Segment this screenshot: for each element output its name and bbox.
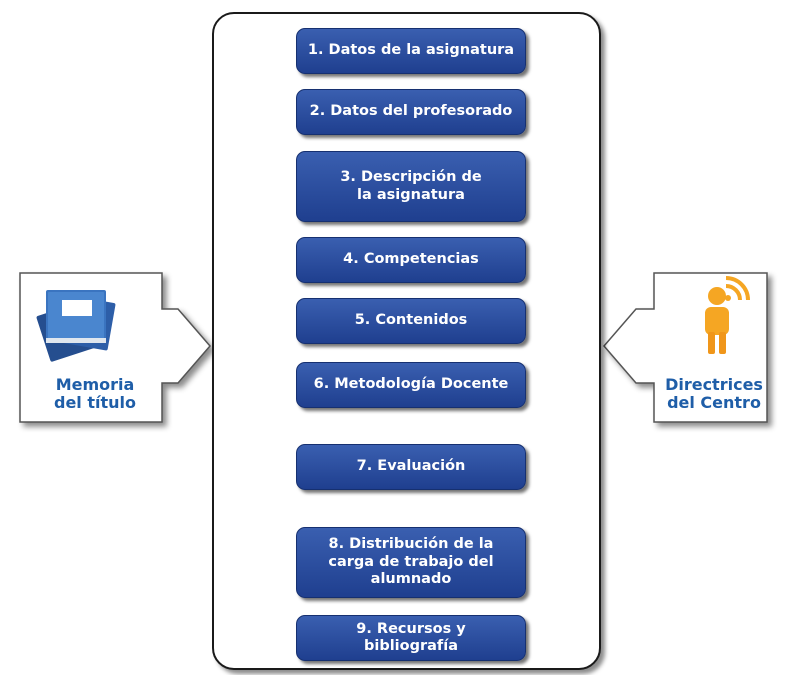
step-5-contenidos: 5. Contenidos	[296, 298, 526, 344]
step-5-label: 5. Contenidos	[354, 312, 468, 329]
step-9-label: 9. Recursos y bibliografía	[356, 620, 466, 654]
step-9-recursos: 9. Recursos y bibliografía	[296, 615, 526, 661]
step-1-label: 1. Datos de la asignatura	[307, 42, 515, 59]
right-source-label: Directrices del Centro	[665, 375, 763, 413]
person-broadcast-icon	[705, 276, 750, 354]
step-4-label: 4. Competencias	[343, 251, 479, 268]
step-8-distribucion: 8. Distribución de la carga de trabajo d…	[296, 527, 526, 598]
step-7-label: 7. Evaluación	[356, 458, 466, 475]
step-3-descripcion: 3. Descripción de la asignatura	[296, 151, 526, 222]
step-2-datos-profesorado: 2. Datos del profesorado	[296, 89, 526, 135]
right-source: Directrices del Centro	[664, 375, 764, 413]
step-4-competencias: 4. Competencias	[296, 237, 526, 283]
step-7-evaluacion: 7. Evaluación	[296, 444, 526, 490]
step-6-label: 6. Metodología Docente	[313, 376, 509, 393]
book-stack-icon	[36, 290, 116, 362]
left-source-label: Memoria del título	[53, 375, 136, 413]
step-3-label: 3. Descripción de la asignatura	[340, 169, 482, 203]
step-2-label: 2. Datos del profesorado	[309, 103, 513, 120]
left-source: Memoria del título	[30, 375, 160, 413]
step-8-label: 8. Distribución de la carga de trabajo d…	[328, 536, 494, 588]
step-1-datos-asignatura: 1. Datos de la asignatura	[296, 28, 526, 74]
step-6-metodologia: 6. Metodología Docente	[296, 362, 526, 408]
